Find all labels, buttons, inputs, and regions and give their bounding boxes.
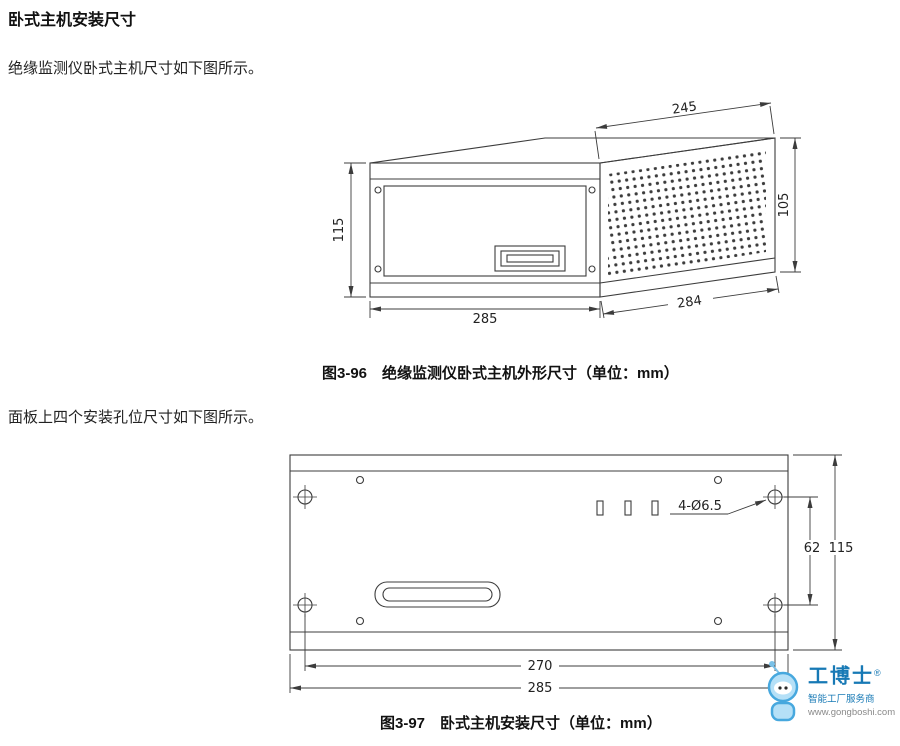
figure-396-caption: 图3-96 绝缘监测仪卧式主机外形尺寸（单位：mm） [322, 365, 679, 382]
watermark-url: www.gongboshi.com [808, 707, 896, 719]
panel-screw-tl [355, 475, 365, 485]
dim-top-depth-label: 245 [671, 99, 698, 117]
figure-397-caption: 图3-97 卧式主机安装尺寸（单位：mm） [380, 715, 662, 732]
dim-rear-height-label: 105 [777, 193, 792, 218]
front-screw-tr [588, 186, 596, 194]
watermark-logo: 工博士® 智能工厂服务商 www.gongboshi.com [758, 656, 900, 726]
watermark-text-block: 工博士® 智能工厂服务商 www.gongboshi.com [808, 656, 895, 718]
dim-text-line-breaks [521, 540, 856, 695]
front-handle-outer [494, 245, 566, 272]
dim-hole-vertical-label: 62 [804, 541, 821, 556]
robot-mascot-icon [767, 661, 799, 722]
page-title: 卧式主机安装尺寸 [8, 12, 137, 29]
watermark-tagline: 智能工厂服务商 [808, 694, 875, 706]
intro-paragraph-2: 面板上四个安装孔位尺寸如下图所示。 [8, 409, 264, 426]
panel-outline [289, 454, 789, 651]
figure-397-dim-labels: 4-Ø6.5 62 115 270 285 [528, 499, 854, 696]
dsub-connector-inner [382, 587, 493, 602]
panel-screw-br [713, 616, 723, 626]
dim-front-height-label: 115 [332, 218, 347, 243]
watermark-brand: 工博士 [808, 665, 874, 688]
dsub-connector-outer [374, 581, 501, 608]
front-screw-br [588, 265, 596, 273]
led-slot-1 [596, 500, 604, 516]
intro-paragraph-1: 绝缘监测仪卧式主机尺寸如下图所示。 [8, 60, 264, 77]
front-handle-mid [500, 250, 560, 267]
figure-397-panel-outline [289, 454, 789, 651]
led-slot-3 [651, 500, 659, 516]
dim-front-width-label: 285 [473, 312, 498, 327]
figure-396-dim-labels: 245 105 115 285 284 [332, 99, 792, 327]
registered-trademark-icon: ® [874, 668, 881, 678]
led-slot-2 [624, 500, 632, 516]
front-screw-tl [374, 186, 382, 194]
figure-396-unit-outline [369, 137, 776, 298]
panel-screw-tr [713, 475, 723, 485]
dim-side-depth-label: 284 [676, 293, 703, 311]
dim-hole-spec-label: 4-Ø6.5 [678, 499, 722, 514]
unit-right-lip-edge [599, 257, 776, 284]
front-handle-inner [506, 254, 554, 263]
dim-panel-height-label: 115 [829, 541, 854, 556]
front-screw-bl [374, 265, 382, 273]
dim-panel-width-label: 285 [528, 681, 553, 696]
figure-396-dimension-lines [344, 102, 801, 319]
dim-hole-horizontal-label: 270 [528, 659, 553, 674]
figure-397-mounting-holes [293, 485, 787, 617]
unit-front-face [369, 162, 601, 298]
front-inner-panel [383, 185, 587, 277]
unit-vent-perforation [608, 151, 766, 278]
panel-screw-bl [355, 616, 365, 626]
